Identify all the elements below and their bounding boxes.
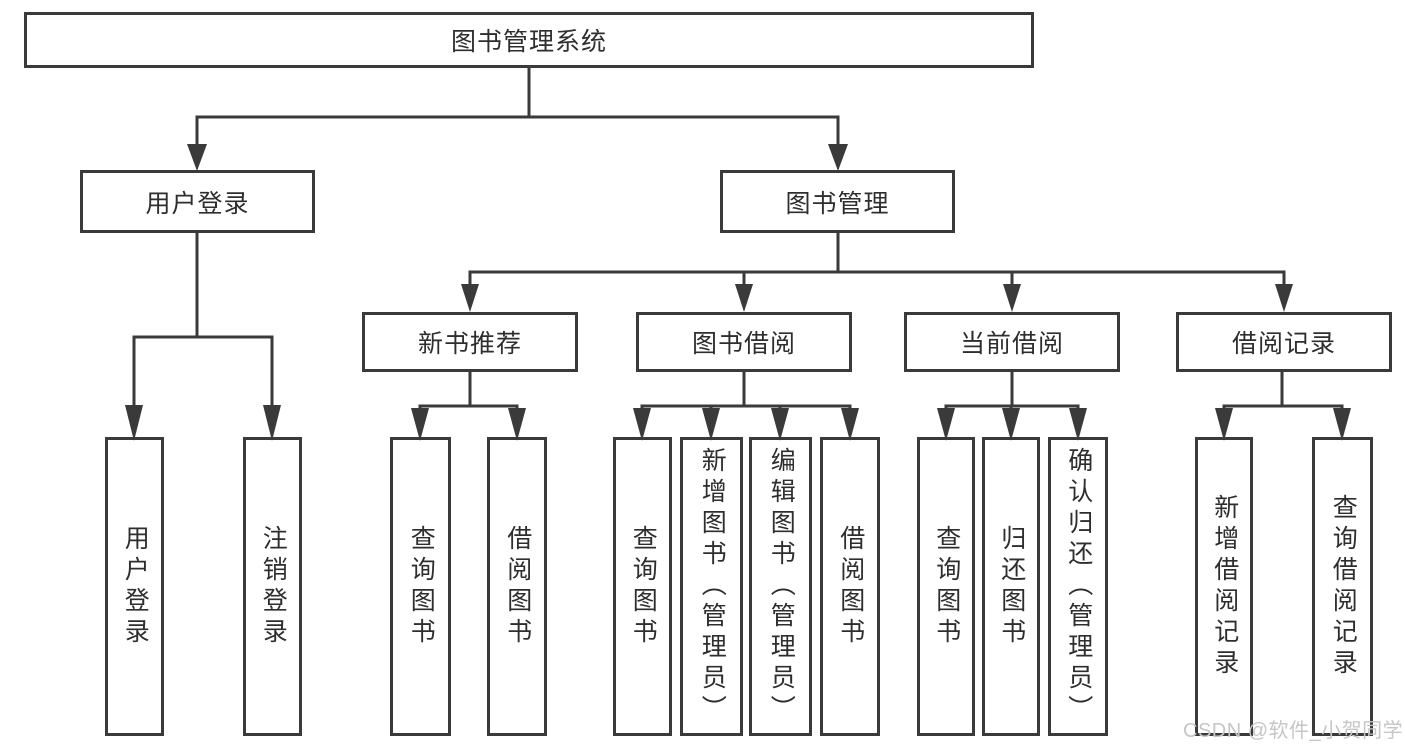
node-leaf-logout: 注销登录 [243,437,302,736]
arrowhead-icon [1275,284,1293,312]
node-leaf-add-borrow-record: 新增借阅记录 [1195,437,1253,736]
node-leaf-query-borrow-record: 查询借阅记录 [1312,437,1373,736]
node-leaf-confirm-return-admin: 确认归还（管理员） [1048,437,1108,736]
arrowhead-icon [125,405,143,441]
node-leaf-query-books-1: 查询图书 [390,437,451,736]
node-borrow-record-label: 借阅记录 [1231,330,1336,358]
node-current-borrow-label: 当前借阅 [959,330,1064,358]
node-book-management-label: 图书管理 [785,189,890,218]
arrowhead-icon [735,284,753,312]
node-leaf-return-books: 归还图书 [982,437,1040,736]
node-user-login-label: 用户登录 [145,189,250,218]
node-leaf-query-books-3-label: 查询图书 [932,524,961,649]
arrowhead-icon [461,284,479,312]
arrowhead-icon [263,405,281,441]
node-leaf-borrow-books-1: 借阅图书 [487,437,547,736]
node-current-borrow: 当前借阅 [904,312,1120,372]
node-leaf-query-books-2: 查询图书 [613,437,672,736]
node-leaf-edit-books-admin-label: 编辑图书（管理员） [767,447,796,726]
connector-borrow-record-split [1222,372,1344,410]
node-user-login: 用户登录 [80,170,315,233]
node-book-management: 图书管理 [720,170,955,233]
node-new-book-recommend: 新书推荐 [362,312,578,372]
node-leaf-user-login: 用户登录 [105,437,164,736]
node-leaf-add-borrow-record-label: 新增借阅记录 [1210,493,1239,680]
node-root: 图书管理系统 [24,12,1034,68]
node-leaf-add-books-admin: 新增图书（管理员） [680,437,743,736]
node-leaf-query-borrow-record-label: 查询借阅记录 [1329,493,1358,680]
node-book-borrow: 图书借阅 [636,312,852,372]
node-leaf-edit-books-admin: 编辑图书（管理员） [749,437,812,736]
node-leaf-user-login-label: 用户登录 [121,524,150,649]
connector-book-management-split [468,233,1286,286]
connector-user-login-split [132,233,274,407]
node-book-borrow-label: 图书借阅 [691,330,796,358]
node-leaf-logout-label: 注销登录 [259,524,288,649]
node-leaf-add-books-admin-label: 新增图书（管理员） [698,447,727,726]
node-leaf-borrow-books-1-label: 借阅图书 [503,524,532,649]
connector-current-borrow-split [944,372,1080,410]
node-leaf-borrow-books-2: 借阅图书 [820,437,880,736]
connector-root-split [195,68,840,146]
connector-book-borrow-split [640,372,852,410]
connector-new-book-split [418,372,519,410]
node-leaf-query-books-3: 查询图书 [917,437,975,736]
node-leaf-confirm-return-admin-label: 确认归还（管理员） [1064,447,1093,726]
arrowhead-icon [187,144,207,171]
arrowhead-icon [828,144,848,171]
node-leaf-borrow-books-2-label: 借阅图书 [836,524,865,649]
node-leaf-return-books-label: 归还图书 [997,524,1026,649]
node-root-label: 图书管理系统 [450,28,607,56]
arrowhead-icon [1003,284,1021,312]
node-leaf-query-books-1-label: 查询图书 [407,524,436,649]
node-new-book-recommend-label: 新书推荐 [417,330,522,358]
node-leaf-query-books-2-label: 查询图书 [629,524,658,649]
node-borrow-record: 借阅记录 [1176,312,1392,372]
csdn-watermark: CSDN @软件_小贺同学 [1183,720,1404,742]
